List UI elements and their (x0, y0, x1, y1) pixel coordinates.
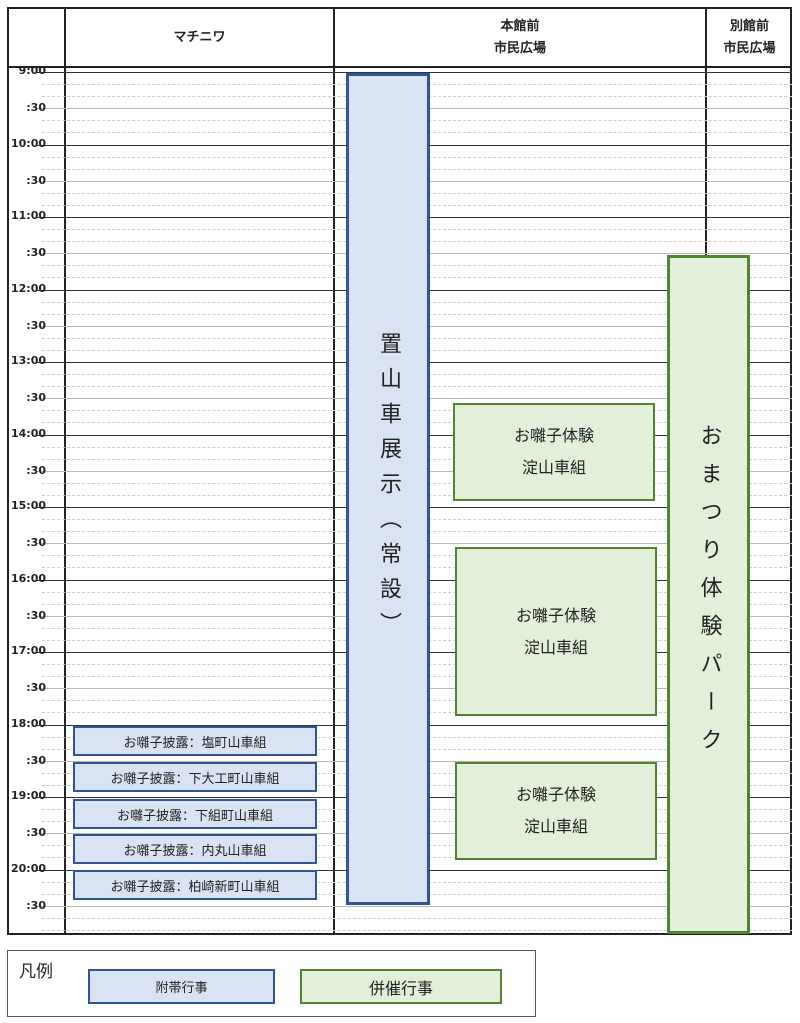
experience-title: お囃子体験 (515, 785, 596, 804)
time-label: :30 (26, 536, 46, 549)
time-label: 11:00 (10, 209, 46, 222)
time-label: :30 (26, 246, 46, 259)
minor-gridline (42, 930, 792, 931)
header-bekkan-line2: 市民広場 (723, 40, 776, 56)
experience-group: 淀山車組 (521, 458, 586, 477)
hour-gridline (37, 72, 792, 73)
time-label: :30 (26, 391, 46, 404)
header-machiniwa-label: マチニワ (173, 29, 226, 45)
time-label: 13:00 (10, 354, 46, 367)
time-label: :30 (26, 681, 46, 694)
performance-block: お囃子披露：内丸山車組 (73, 834, 317, 864)
legend-item-heisai: 併催行事 (300, 969, 502, 1004)
time-label: :30 (26, 754, 46, 767)
performance-label: お囃子披露：下組町山車組 (116, 808, 273, 824)
experience-block: お囃子体験 淀山車組 (453, 403, 655, 501)
time-label: 9:00 (18, 64, 46, 77)
time-label: 19:00 (10, 789, 46, 802)
time-label: 12:00 (10, 282, 46, 295)
header-divider (7, 66, 792, 68)
time-label: 14:00 (10, 427, 46, 440)
time-label: 20:00 (10, 862, 46, 875)
matsuri-park-block: おまつり体験パーク (667, 255, 750, 934)
exhibit-block: 置山車展示（常設） (346, 73, 430, 905)
time-label: :30 (26, 101, 46, 114)
experience-block: お囃子体験 淀山車組 (455, 547, 657, 716)
experience-title: お囃子体験 (513, 426, 594, 445)
legend-title: 凡例 (19, 962, 53, 982)
header-machiniwa: マチニワ (66, 9, 333, 66)
time-label: :30 (26, 609, 46, 622)
experience-block: お囃子体験 淀山車組 (455, 762, 657, 860)
header-bekkan-line1: 別館前 (729, 18, 769, 34)
time-label: :30 (26, 899, 46, 912)
performance-block: お囃子披露：下組町山車組 (73, 799, 317, 829)
performance-label: お囃子披露：内丸山車組 (123, 843, 267, 859)
legend-item-futai: 附帯行事 (88, 969, 275, 1004)
time-label: :30 (26, 826, 46, 839)
time-label: 18:00 (10, 717, 46, 730)
performance-label: お囃子披露：柏崎新町山車組 (110, 879, 280, 895)
exhibit-label: 置山車展示（常設） (376, 331, 401, 647)
performance-label: お囃子披露：下大工町山車組 (110, 771, 280, 787)
time-label: 10:00 (10, 137, 46, 150)
time-label: 16:00 (10, 572, 46, 585)
header-bekkan: 別館前 市民広場 (707, 9, 792, 66)
legend: 凡例 附帯行事 併催行事 (7, 950, 536, 1017)
performance-block: お囃子披露：塩町山車組 (73, 726, 317, 756)
experience-title: お囃子体験 (515, 605, 596, 625)
half-hour-gridline (37, 906, 792, 907)
legend-item-label: 附帯行事 (155, 981, 208, 996)
time-label: 15:00 (10, 499, 46, 512)
legend-item-label: 併催行事 (368, 978, 433, 998)
performance-block: お囃子披露：柏崎新町山車組 (73, 870, 317, 900)
performance-block: お囃子披露：下大工町山車組 (73, 762, 317, 792)
time-label: 17:00 (10, 644, 46, 657)
time-label: :30 (26, 319, 46, 332)
performance-label: お囃子披露：塩町山車組 (123, 735, 267, 751)
experience-group: 淀山車組 (523, 817, 588, 836)
time-label: :30 (26, 174, 46, 187)
header-honkan: 本館前 市民広場 (335, 9, 705, 66)
header-honkan-line2: 市民広場 (493, 40, 546, 56)
experience-group: 淀山車組 (523, 637, 588, 657)
time-label: :30 (26, 464, 46, 477)
minor-gridline (42, 918, 792, 919)
matsuri-park-label: おまつり体験パーク (696, 423, 722, 766)
header-honkan-line1: 本館前 (500, 18, 540, 34)
